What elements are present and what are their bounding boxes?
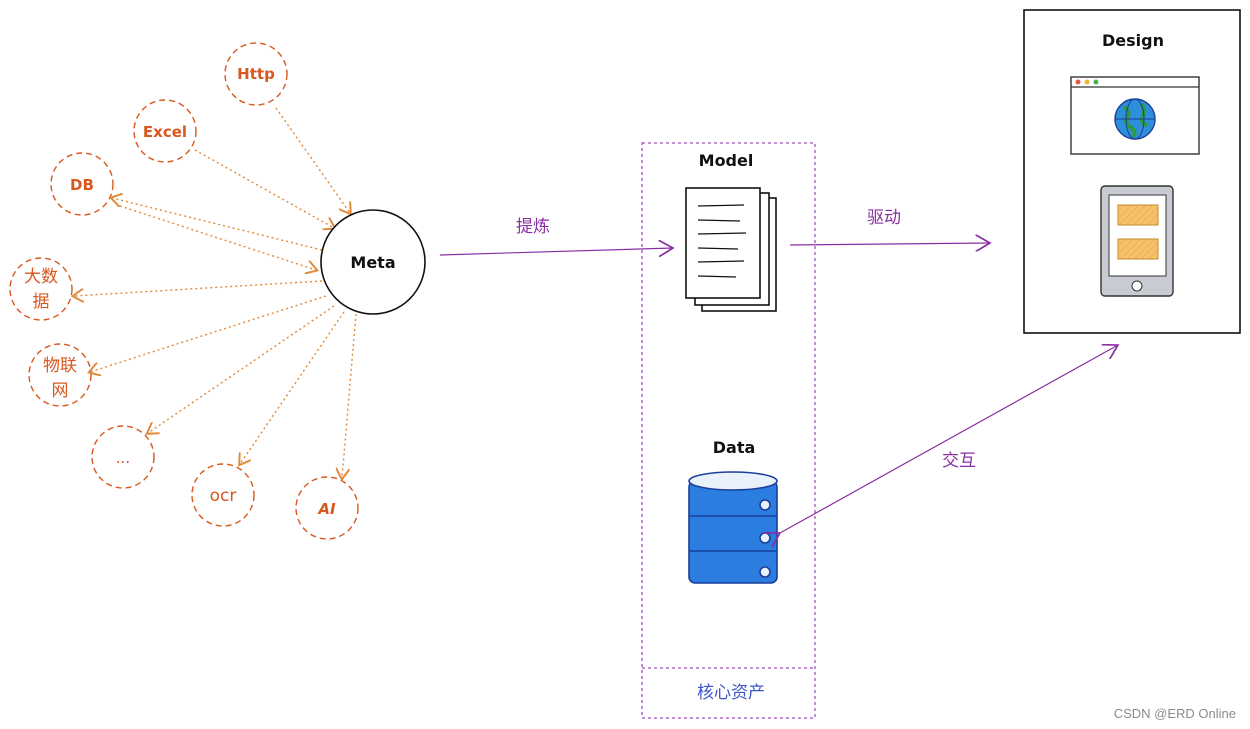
interact-edge: 交互 (780, 345, 1118, 533)
source-label-iot-2: 网 (52, 381, 69, 401)
globe-icon (1114, 98, 1156, 140)
document-stack-icon (685, 187, 777, 312)
interact-label: 交互 (942, 451, 976, 471)
arrow-db-to-meta (119, 205, 316, 270)
source-label-db: DB (70, 176, 94, 194)
drive-label: 驱动 (867, 208, 901, 228)
arrow-meta-to-ocr (240, 311, 345, 464)
watermark: CSDN @ERD Online (1114, 706, 1236, 721)
arrow-meta-to-db (112, 198, 323, 251)
core-assets-box: 核心资产 (641, 142, 816, 719)
source-arrows (74, 107, 357, 478)
arrow-excel-to-meta (194, 149, 334, 228)
source-node-bigdata: 大数 据 (9, 257, 73, 321)
browser-window-icon (1070, 76, 1200, 155)
drive-edge: 驱动 (789, 208, 990, 245)
model-label: Model (699, 151, 754, 170)
source-label-bigdata-2: 据 (33, 292, 50, 312)
model-node: Model (685, 151, 777, 312)
source-node-ocr: ocr (191, 463, 255, 527)
source-label-ocr: ocr (210, 486, 237, 506)
source-node-more: ... (91, 425, 155, 489)
design-panel: Design (1023, 9, 1241, 334)
source-label-http: Http (237, 65, 275, 83)
source-label-ai: AI (317, 500, 336, 518)
core-assets-footer: 核心资产 (697, 683, 765, 703)
refine-label: 提炼 (516, 217, 550, 237)
source-nodes: Http Excel DB 大数 据 物联 网 ... ocr (9, 42, 359, 540)
source-node-db: DB (50, 152, 114, 216)
source-node-ai: AI (295, 476, 359, 540)
refine-edge: 提炼 (439, 217, 673, 255)
source-label-excel: Excel (143, 123, 187, 141)
mobile-device-icon (1100, 185, 1174, 297)
source-node-iot: 物联 网 (28, 343, 92, 407)
arrow-http-to-meta (275, 107, 350, 213)
arrow-meta-to-bigdata (74, 280, 323, 296)
source-node-excel: Excel (133, 99, 197, 163)
source-label-iot-1: 物联 (43, 356, 77, 376)
data-node: Data (688, 438, 778, 584)
data-label: Data (713, 438, 756, 457)
meta-node: Meta (320, 209, 426, 315)
arrow-meta-to-iot (90, 295, 327, 372)
arrow-meta-to-ai (342, 313, 357, 478)
source-node-http: Http (224, 42, 288, 106)
source-label-more: ... (116, 449, 130, 467)
arrow-meta-to-more (148, 305, 335, 433)
source-label-bigdata-1: 大数 (24, 267, 58, 287)
design-title: Design (1102, 31, 1164, 50)
database-icon (688, 471, 778, 584)
meta-label: Meta (350, 253, 395, 272)
